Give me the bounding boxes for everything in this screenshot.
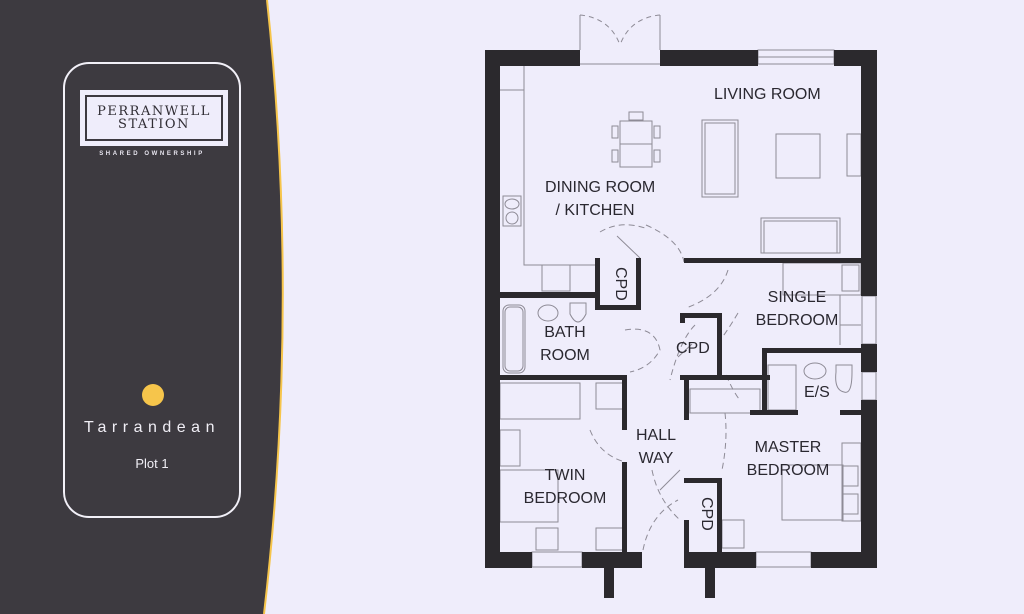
room-label-twin-bedroom: TWIN BEDROOM (517, 464, 613, 510)
sofa-icon (701, 119, 739, 198)
logo-line-1: PERRANWELL (97, 104, 211, 119)
logo-line-2: STATION (118, 117, 190, 132)
room-label-line: WAY (638, 450, 674, 467)
room-label-cpd-hall: CPD (676, 340, 710, 357)
shower-icon (767, 364, 797, 411)
coffee-table-icon (775, 133, 821, 179)
plot-number: Plot 1 (135, 456, 169, 471)
room-label-ensuite: E/S (804, 384, 830, 401)
room-label-line: BEDROOM (755, 312, 839, 329)
es-basin-icon (803, 362, 827, 380)
toilet-icon (569, 302, 587, 323)
info-panel: PERRANWELL STATION SHARED OWNERSHIP Tarr… (0, 0, 300, 614)
brand-tagline: SHARED OWNERSHIP (99, 151, 205, 157)
room-label-bathroom: BATH ROOM (536, 321, 594, 367)
room-label-line: DINING ROOM (545, 179, 656, 196)
single-bed-icon (499, 382, 581, 420)
room-label-line: BEDROOM (523, 490, 607, 507)
room-label-line: BATH (544, 324, 586, 341)
brand-logo: PERRANWELL STATION (80, 90, 228, 146)
room-label-dining-kitchen: DINING ROOM / KITCHEN (545, 176, 656, 222)
room-label-master-bedroom: MASTER BEDROOM (740, 436, 836, 482)
room-label-line: ROOM (540, 347, 590, 364)
basin-icon (537, 304, 559, 322)
info-card (63, 62, 241, 518)
panel-background (0, 0, 284, 614)
room-label-cpd-kitchen: CPD (612, 267, 629, 301)
house-type-name: Tarrandean (84, 419, 220, 436)
bathtub-icon (502, 304, 526, 374)
room-label-line: SINGLE (767, 289, 827, 306)
room-label-line: BEDROOM (746, 462, 830, 479)
room-label-line: TWIN (544, 467, 586, 484)
sink-icon (502, 195, 522, 227)
room-label-line: MASTER (754, 439, 822, 456)
walls (485, 50, 877, 598)
es-toilet-icon (835, 364, 853, 393)
room-label-living-room: LIVING ROOM (714, 86, 821, 103)
room-label-line: / KITCHEN (555, 202, 635, 219)
tv-unit-icon (846, 133, 862, 177)
oven-icon (541, 264, 571, 292)
room-label-single-bedroom: SINGLE BEDROOM (752, 286, 842, 332)
double-bed-icon (781, 464, 844, 521)
armchair-icon (760, 217, 841, 254)
plot-marker-dot-icon (142, 384, 164, 406)
room-label-cpd-entrance: CPD (698, 497, 715, 531)
room-label-hallway: HALL WAY (630, 424, 682, 470)
room-label-line: HALL (635, 427, 677, 444)
